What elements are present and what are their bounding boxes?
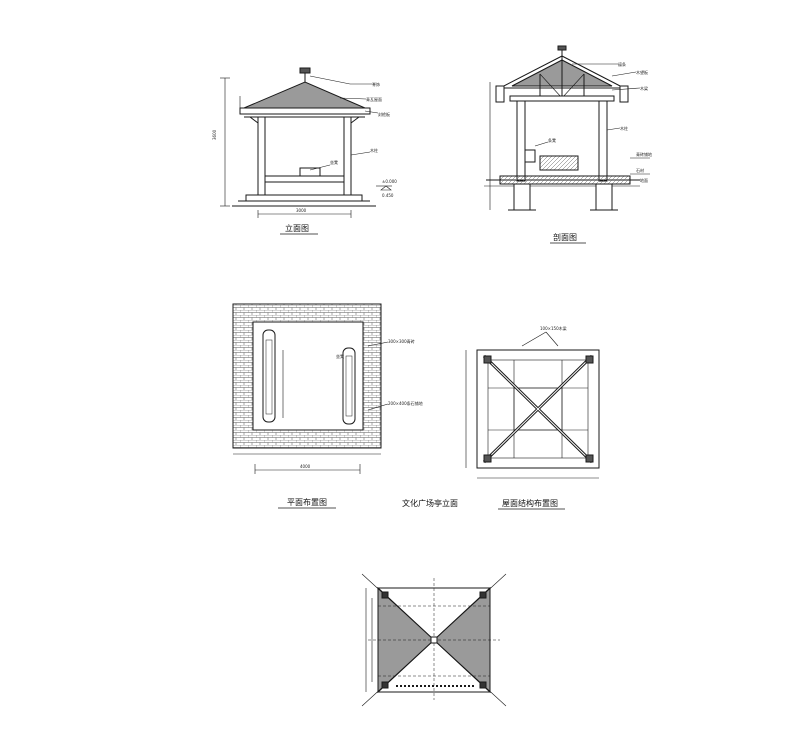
front-elevation-caption: 立面图 [285,223,309,233]
bench-annotation: 坐凳 [330,159,338,165]
level-annotation-2: 0.450 [382,193,394,198]
floor-plan-labels: 300×300青砖 200×400条石铺地 4000 坐凳 [300,338,423,469]
section-drawing [484,45,650,211]
column-annotation: 木柱 [370,147,378,153]
plan-bench-label: 坐凳 [336,353,344,359]
beam-annotation: 木梁 [640,85,648,91]
section-column-annotation: 木柱 [620,125,628,131]
section-bench-annotation: 条凳 [548,137,556,143]
front-elevation-drawing [220,67,392,218]
roof-structure-labels: 100×150木梁 [540,325,567,331]
section-labels: 檩条 木望板 木梁 木柱 条凳 青砖铺地 石材 地面 [548,61,652,183]
floor-plan-caption: 平面布置图 [287,497,327,507]
width-dimension: 3000 [296,208,307,213]
floor-plan-drawing [232,303,389,474]
height-dimension: 3600 [212,129,217,140]
roof-tile-annotation: 青瓦屋面 [366,96,382,102]
eave-annotation: 封檐板 [378,111,390,117]
scheme-note: 文化广场亭立面 [402,498,458,508]
ridge-annotation: 脊饰 [372,81,380,87]
plan-note-2: 200×400条石铺地 [388,400,423,406]
roof-structure-caption: 屋面结构布置图 [502,498,558,508]
paving-annotation: 青砖铺地 [636,151,652,157]
stone-annotation: 石材 [636,167,644,173]
roof-shape [243,81,366,109]
purlin-annotation: 檩条 [618,61,626,67]
plan-dimension: 4000 [300,464,311,469]
level-annotation-1: ±0.000 [382,179,397,184]
roof-structure-drawing [465,331,600,479]
roof-beam-note: 100×150木梁 [540,325,567,331]
roof-plan-drawing [361,573,507,707]
plan-note-1: 300×300青砖 [388,338,415,344]
roof-board-annotation: 木望板 [636,69,648,75]
front-elevation-labels: 脊饰 青瓦屋面 封檐板 木柱 坐凳 ±0.000 0.450 3000 3600 [212,81,397,213]
section-caption: 剖面图 [553,232,577,242]
ground-annotation: 地面 [640,177,648,183]
